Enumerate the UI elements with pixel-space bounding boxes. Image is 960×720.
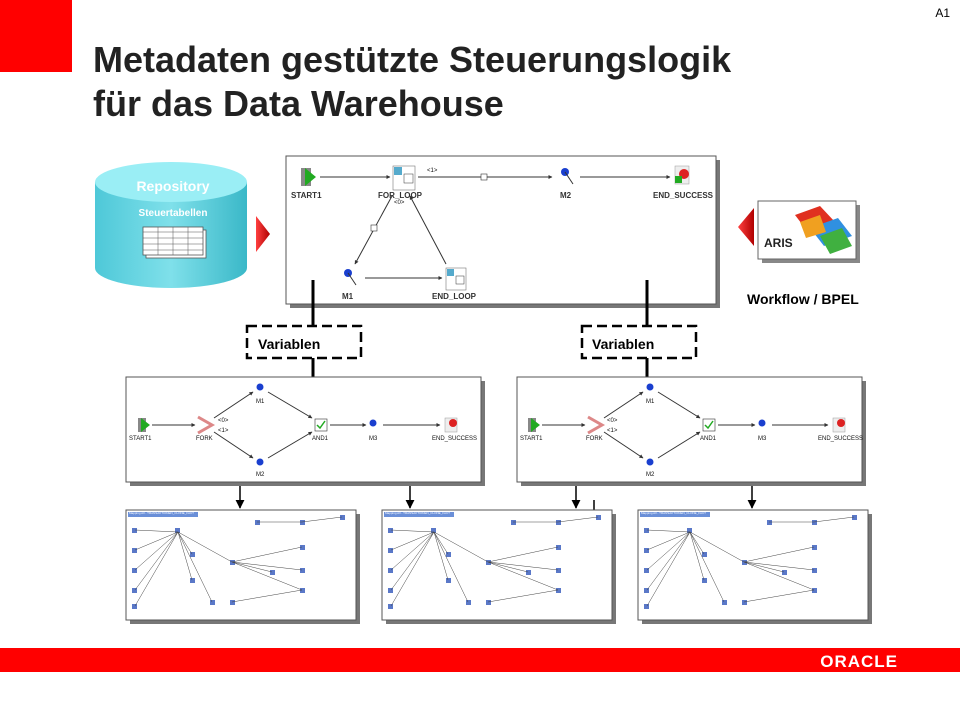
wf-node-m1: M1 — [342, 292, 354, 301]
variables-label-left: Variablen — [258, 336, 321, 352]
fork-right-m2: M2 — [646, 472, 655, 478]
fork-left-m1: M1 — [256, 399, 265, 405]
fork-left-start: START1 — [129, 436, 152, 442]
fork-right-cond1: <1> — [607, 428, 618, 434]
fork-right-m3: M3 — [758, 436, 767, 442]
wf-condition-1: <1> — [427, 168, 438, 174]
fork-left-cond1: <1> — [218, 428, 229, 434]
workflow-bpel-label: Workflow / BPEL — [747, 291, 859, 307]
page-title-line-2: für das Data Warehouse — [93, 83, 504, 124]
mapping-title-3: Mapping All - TRANSAKTIONEN_CLONE_FACT — [641, 511, 706, 515]
wf-condition-0: <0> — [394, 200, 405, 206]
page-title: Metadaten gestützte Steuerungslogik für … — [93, 38, 731, 126]
fork-left-fork: FORK — [196, 436, 213, 442]
fork-right-cond0: <0> — [607, 418, 618, 424]
fork-left-m3: M3 — [369, 436, 378, 442]
fork-left-and: AND1 — [312, 436, 329, 442]
mapping-title-1: Mapping All - TRANSAKTIONEN_CLONE_FACT — [129, 511, 194, 515]
fork-right-start: START1 — [520, 436, 543, 442]
aris-logo — [757, 200, 860, 263]
repository-title: Repository — [136, 178, 210, 194]
fork-right-fork: FORK — [586, 436, 603, 442]
wf-node-start: START1 — [291, 191, 322, 200]
fork-left-m2: M2 — [256, 472, 265, 478]
mapping-diagram-panel-3 — [637, 509, 873, 625]
slide-number: A1 — [935, 6, 950, 20]
fork-left-cond0: <0> — [218, 418, 229, 424]
aris-logo-text: ARIS — [764, 236, 793, 250]
tables-icon — [142, 226, 207, 259]
mapping-diagram-panel-2 — [381, 509, 617, 625]
fork-workflow-panel-left — [125, 376, 485, 486]
red-accent-square — [0, 0, 72, 72]
footer-bar — [0, 648, 960, 672]
fork-right-and: AND1 — [700, 436, 717, 442]
top-workflow-panel — [285, 155, 720, 308]
wf-node-m2: M2 — [560, 191, 572, 200]
wf-node-for-loop: FOR_LOOP — [378, 191, 423, 200]
oracle-logo: ORACLE — [820, 652, 898, 671]
fork-right-end: END_SUCCESS — [818, 436, 864, 442]
wf-node-end-loop: END_LOOP — [432, 292, 477, 301]
mapping-diagram-panel-1 — [125, 509, 360, 624]
fork-workflow-panel-right — [516, 376, 866, 486]
fork-right-m1: M1 — [646, 399, 655, 405]
repository-cylinder — [95, 162, 247, 288]
repository-subtitle: Steuertabellen — [138, 208, 208, 219]
mapping-title-2: Mapping All - TRANSAKTIONEN_CLONE_FACT — [385, 511, 450, 515]
variables-label-right: Variablen — [592, 336, 655, 352]
fork-left-end: END_SUCCESS — [432, 436, 478, 442]
wf-node-end-success: END_SUCCESS — [653, 191, 714, 200]
left-pointer-triangle — [256, 216, 270, 252]
variables-box-right — [580, 324, 698, 360]
right-pointer-triangle — [738, 208, 754, 246]
page-title-line-1: Metadaten gestützte Steuerungslogik — [93, 39, 732, 80]
variables-box-left — [245, 324, 363, 360]
